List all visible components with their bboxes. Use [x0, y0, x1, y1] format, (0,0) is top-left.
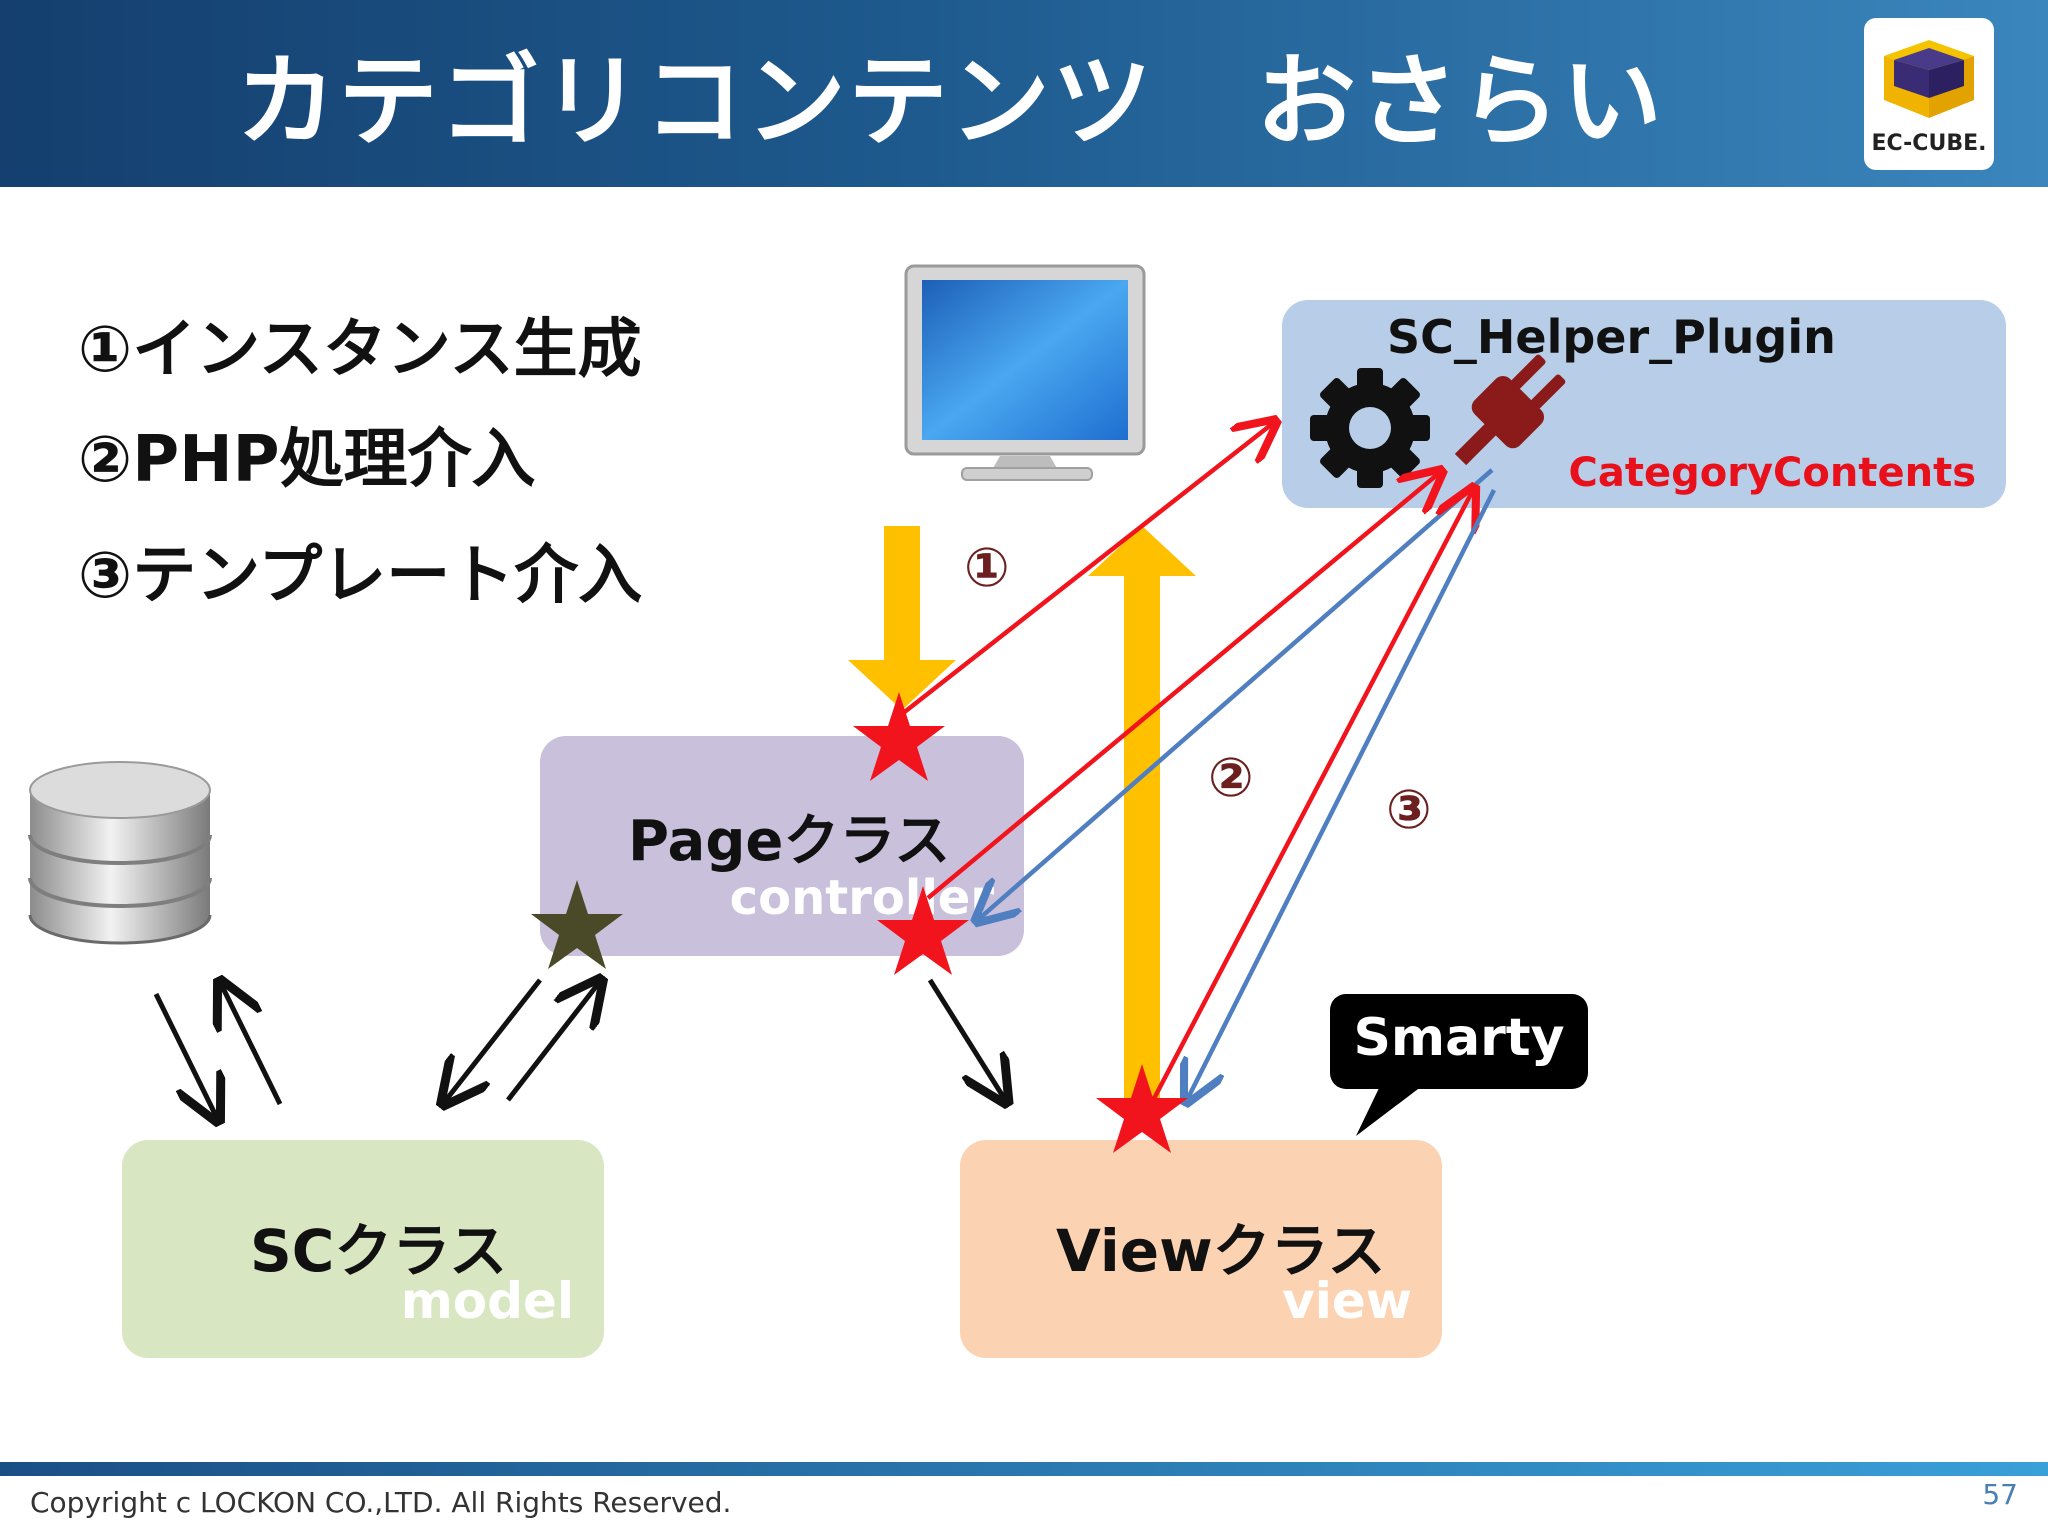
- monitor-icon: [904, 264, 1146, 481]
- ec-cube-logo: EC-CUBE.: [1864, 18, 1994, 170]
- slide-title: カテゴリコンテンツ おさらい: [236, 43, 1664, 160]
- step-3: ③テンプレート介入: [78, 539, 643, 613]
- category-contents-label: CategoryContents: [1568, 450, 1976, 496]
- marker-3: ③: [1386, 778, 1432, 841]
- star-page-bottom: [877, 886, 969, 975]
- sc-class-box: SCクラス model: [122, 1140, 604, 1358]
- step-1: ①インスタンス生成: [78, 313, 642, 387]
- marker-2: ②: [1208, 746, 1254, 809]
- model-arrows: [153, 980, 1004, 1116]
- copyright-text: Copyright c LOCKON CO.,LTD. All Rights R…: [30, 1486, 732, 1519]
- logo-text: EC-CUBE.: [1871, 131, 1987, 156]
- marker-1: ①: [964, 536, 1010, 599]
- cube-logo-icon: [1884, 40, 1974, 118]
- helper-plugin-title: SC_Helper_Plugin: [1387, 310, 1836, 364]
- star-markers: [531, 692, 1188, 1153]
- star-model-link: [531, 880, 623, 969]
- page-number: 57: [1982, 1478, 2018, 1511]
- header-bar: カテゴリコンテンツ おさらい EC-CUBE.: [0, 0, 2048, 187]
- view-label: view: [1282, 1272, 1412, 1330]
- plug-icon: [1454, 354, 1566, 466]
- page-class-title: Pageクラス: [628, 809, 951, 874]
- orange-flow-arrows: [848, 526, 1196, 1120]
- step-2: ②PHP処理介入: [78, 423, 536, 497]
- sc-class-title: SCクラス: [250, 1217, 508, 1285]
- star-view: [1096, 1064, 1188, 1153]
- view-class-box: Viewクラス view: [960, 1140, 1442, 1358]
- view-class-title: Viewクラス: [1056, 1217, 1386, 1285]
- smarty-bubble: Smarty: [1330, 994, 1588, 1089]
- plugin-arrows: [900, 424, 1497, 1110]
- database-icon: [28, 761, 212, 945]
- footer-bar: [0, 1462, 2048, 1476]
- bubble-tail: [1356, 1086, 1422, 1136]
- model-label: model: [400, 1272, 574, 1330]
- smarty-label: Smarty: [1353, 1008, 1565, 1068]
- gear-icon: [1310, 368, 1430, 488]
- star-page-top: [853, 692, 945, 781]
